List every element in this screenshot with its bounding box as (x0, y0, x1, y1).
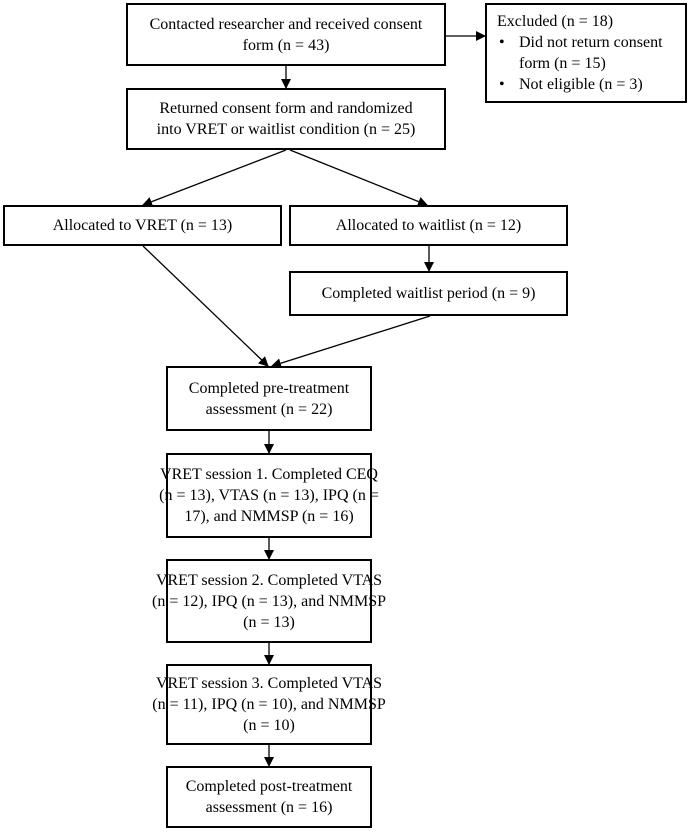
session-2-line-1: VRET session 2. Completed VTAS (155, 571, 383, 589)
session-2-box: VRET session 2. Completed VTAS (n = 12),… (152, 559, 386, 643)
contacted-line-1: Contacted researcher and received consen… (149, 15, 423, 33)
session-3-line-1: VRET session 3. Completed VTAS (155, 675, 383, 692)
session-2-line-3: (n = 13) (243, 613, 295, 631)
contacted-box: Contacted researcher and received consen… (126, 3, 446, 66)
session-3-box: VRET session 3. Completed VTAS (n = 11),… (152, 664, 386, 745)
pre-treatment-line-2: assessment (n = 22) (205, 400, 333, 418)
session-3-line-2: (n = 11), IPQ (n = 10), and NMMSP (152, 696, 386, 713)
excluded-reason-line: Did not return consent (519, 34, 663, 51)
session-1-line-2: (n = 13), VTAS (n = 13), IPQ (n = (159, 487, 379, 504)
arrow-randomized-to-vret (142, 149, 287, 207)
randomized-line-1: Returned consent form and randomized (159, 100, 413, 117)
post-treatment-line-1: Completed post-treatment (185, 778, 353, 795)
contacted-line-2: form (n = 43) (242, 36, 330, 54)
randomized-line-2: into VRET or waitlist condition (n = 25) (156, 121, 416, 138)
vret-allocation-label: Allocated to VRET (n = 13) (52, 217, 233, 234)
pre-treatment-box: Completed pre-treatment assessment (n = … (166, 366, 372, 431)
arrow-vret-to-pre (142, 245, 269, 367)
excluded-reason-item: • Did not return consent form (n = 15) (497, 32, 663, 74)
waitlist-completed-label: Completed waitlist period (n = 9) (321, 285, 536, 302)
waitlist-completed-box: Completed waitlist period (n = 9) (289, 271, 568, 316)
waitlist-allocation-label: Allocated to waitlist (n = 12) (335, 217, 522, 234)
vret-allocation-box: Allocated to VRET (n = 13) (3, 205, 282, 246)
waitlist-allocation-box: Allocated to waitlist (n = 12) (289, 205, 568, 246)
randomized-box: Returned consent form and randomized int… (126, 88, 446, 150)
excluded-box: Excluded (n = 18) • Did not return conse… (485, 3, 687, 103)
bullet-icon: • (499, 76, 505, 93)
session-3-line-3: (n = 10) (243, 717, 295, 734)
excluded-title: Excluded (n = 18) (497, 13, 614, 30)
session-2-line-2: (n = 12), IPQ (n = 13), and NMMSP (151, 592, 387, 610)
bullet-icon: • (499, 34, 505, 51)
session-1-line-1: VRET session 1. Completed CEQ (160, 466, 378, 483)
post-treatment-line-2: assessment (n = 16) (205, 799, 333, 816)
excluded-reason-item: • Not eligible (n = 3) (497, 74, 663, 95)
session-1-line-3: 17), and NMMSP (n = 16) (184, 508, 354, 525)
excluded-reason-line: form (n = 15) (519, 55, 606, 72)
session-1-box: VRET session 1. Completed CEQ (n = 13), … (159, 453, 379, 538)
arrow-waitlist-done-to-pre (271, 315, 431, 369)
excluded-reasons: • Did not return consent form (n = 15) •… (497, 32, 663, 95)
pre-treatment-line-1: Completed pre-treatment (188, 379, 350, 397)
arrow-randomized-to-waitlist (289, 149, 428, 207)
post-treatment-box: Completed post-treatment assessment (n =… (166, 766, 372, 828)
excluded-reason-line: Not eligible (n = 3) (519, 76, 643, 93)
